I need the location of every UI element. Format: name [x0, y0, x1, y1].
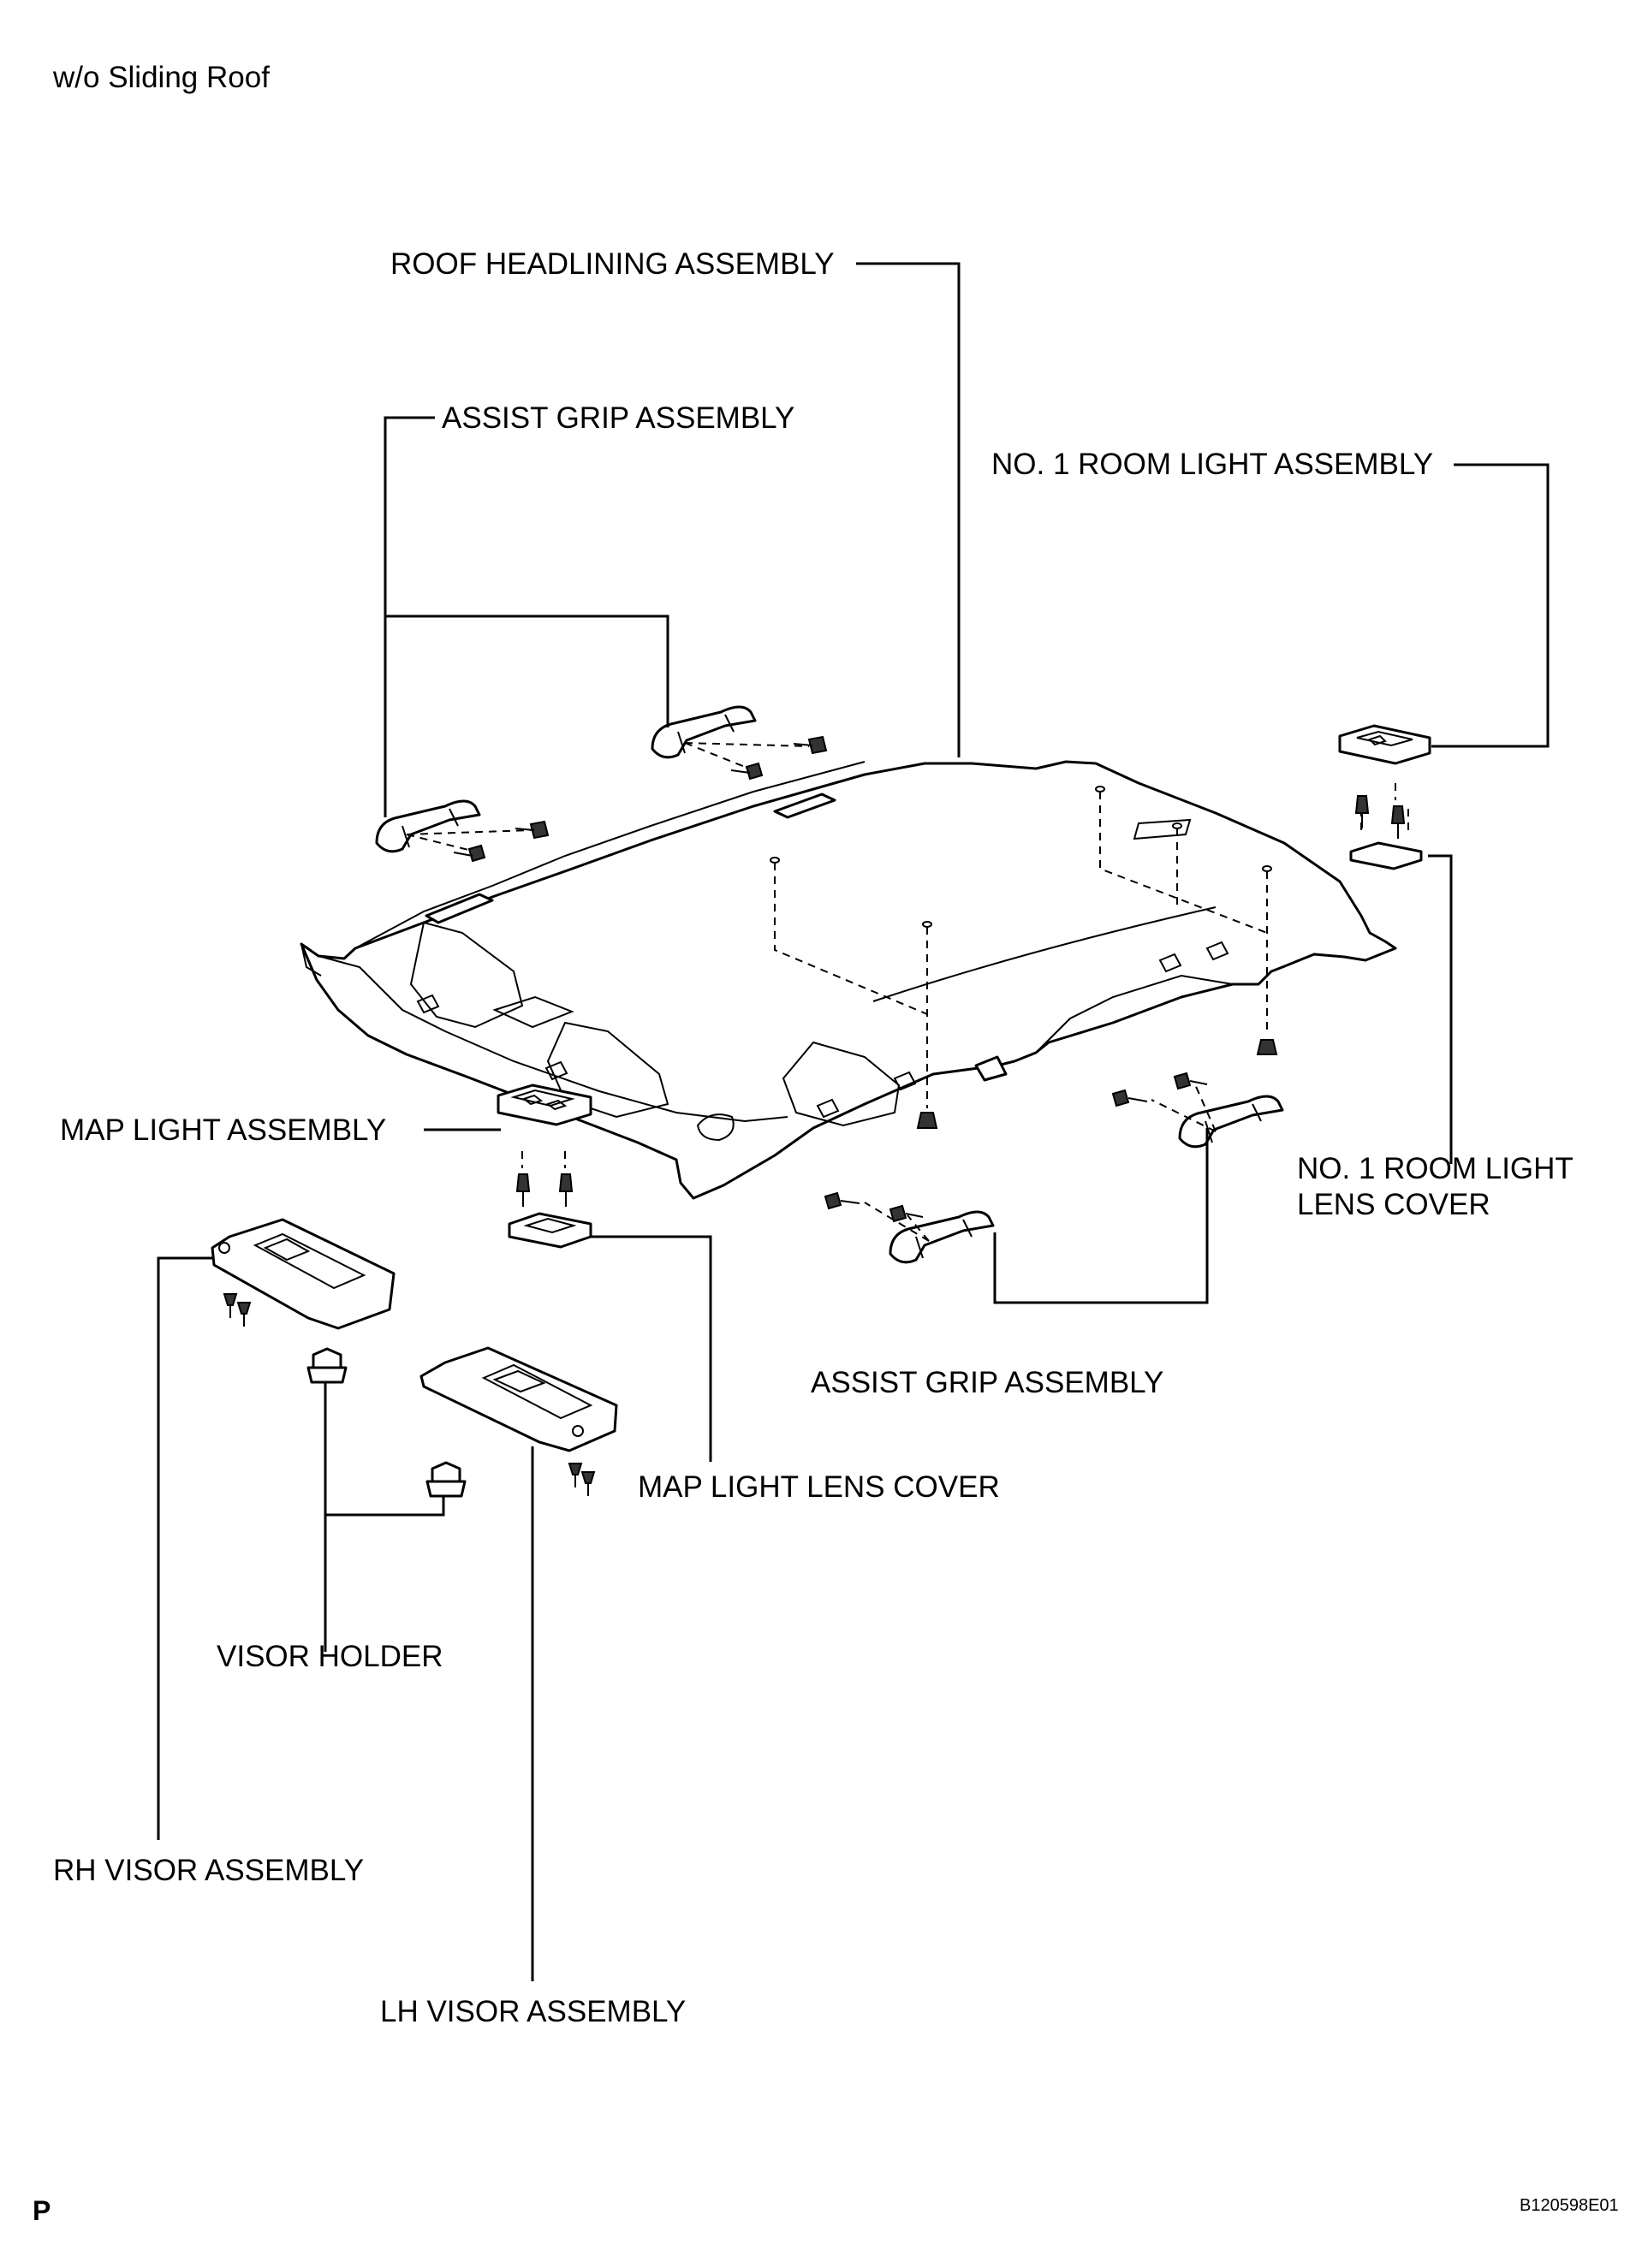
label-roof-headlining: ROOF HEADLINING ASSEMBLY	[390, 247, 835, 281]
label-assist-grip-top: ASSIST GRIP ASSEMBLY	[442, 401, 795, 435]
room-light-part	[1338, 724, 1431, 765]
bolt-part	[406, 735, 1406, 1242]
headlining-mount-lines	[774, 792, 1409, 1108]
lens-cover-part	[508, 1212, 592, 1249]
label-lh-visor: LH VISOR ASSEMBLY	[380, 1995, 687, 2028]
map-light-part	[497, 1084, 592, 1126]
assist-grip-part	[375, 705, 1284, 1264]
roof-headlining-part	[300, 760, 1397, 1200]
label-assist-grip-bottom: ASSIST GRIP ASSEMBLY	[811, 1366, 1164, 1399]
label-room-light: NO. 1 ROOM LIGHT ASSEMBLY	[991, 448, 1434, 481]
label-map-light-lens: MAP LIGHT LENS COVER	[638, 1470, 1000, 1504]
label-room-light-lens: NO. 1 ROOM LIGHT LENS COVER	[1297, 1152, 1574, 1221]
label-map-light: MAP LIGHT ASSEMBLY	[60, 1113, 387, 1147]
lens-cover-part	[1349, 841, 1423, 870]
subtitle: w/o Sliding Roof	[53, 61, 270, 94]
corner-mark: P	[33, 2195, 51, 2226]
clip-part	[916, 1039, 1278, 1129]
visor-part	[211, 1218, 618, 1452]
visor-holder-part	[306, 1347, 467, 1498]
screw-part	[223, 1293, 596, 1496]
label-rh-visor: RH VISOR ASSEMBLY	[53, 1854, 365, 1887]
label-visor-holder: VISOR HOLDER	[217, 1640, 443, 1673]
leader-lines	[157, 262, 1550, 1981]
figure-code: B120598E01	[1520, 2196, 1619, 2215]
